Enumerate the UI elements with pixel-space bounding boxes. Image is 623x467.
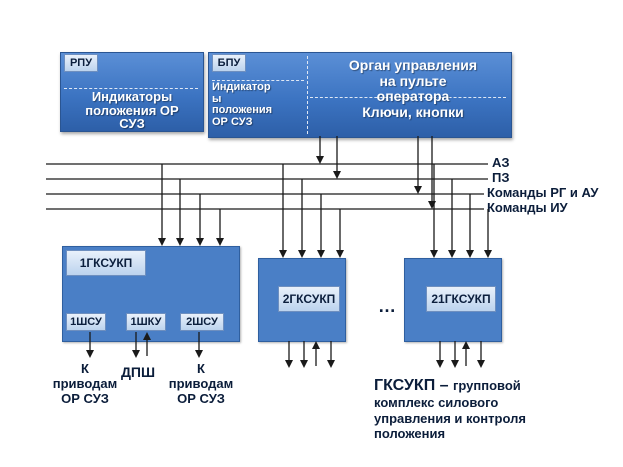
bpu-block [208,52,512,138]
bpu-divider-right [310,97,506,98]
legend-text: ГКСУКП – групповой комплекс силового упр… [374,377,526,442]
legend-abbr: ГКСУКП – [374,377,453,394]
output-left-label: К приводам ОР СУЗ [52,361,118,406]
bpu-divider-vertical [307,56,308,134]
bus-label-pz: ПЗ [492,170,510,185]
rpu-tag: РПУ [64,54,98,72]
gksukp1-sub-1shku: 1ШКУ [126,313,166,331]
gksukp1-sub-1shsu: 1ШСУ [66,313,106,331]
bpu-tag: БПУ [212,54,246,72]
output-dpsh-label: ДПШ [120,364,156,380]
gksukp2-title: 2ГКСУКП [278,286,340,312]
gksukp21-title: 21ГКСУКП [426,286,496,312]
rpu-indicators-text: Индикаторы положения ОР СУЗ [85,89,179,132]
gksukp1-title: 1ГКСУКП [66,250,146,276]
bpu-organ-text: Орган управления на пульте оператора Клю… [348,57,478,121]
bpu-indicators-text: Индикатор ы положения ОР СУЗ [212,81,273,128]
bus-label-rg-au: Команды РГ и АУ [487,185,599,200]
rpu-divider [64,88,198,89]
bus-label-iu: Команды ИУ [487,200,568,215]
bus-label-az: АЗ [492,155,510,170]
ellipsis: … [378,296,396,316]
output-right-label: К приводам ОР СУЗ [168,361,234,406]
bpu-divider-left [212,80,304,81]
gksukp1-sub-2shsu: 2ШСУ [180,313,224,331]
